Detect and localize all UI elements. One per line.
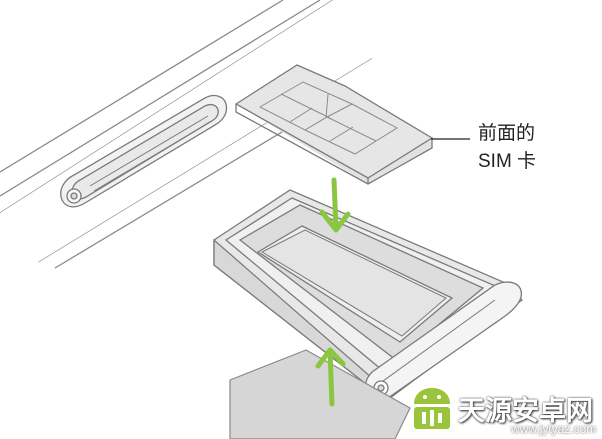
- sim-tray: [213, 189, 523, 402]
- front-sim-card: [234, 64, 434, 185]
- callout-line1: 前面的: [478, 123, 536, 144]
- watermark-title: 天源安卓网: [458, 396, 593, 427]
- watermark: 天源安卓网 www.jytyaz.com: [408, 384, 602, 439]
- insert-arrow-down: [319, 177, 351, 233]
- callout-label: 前面的 SIM 卡: [478, 120, 536, 176]
- watermark-url: www.jytyaz.com: [511, 422, 597, 436]
- android-logo-icon: [414, 388, 450, 429]
- insert-arrow-up: [315, 347, 346, 407]
- back-sim-card: [229, 349, 411, 439]
- phone-sim-slot: [60, 94, 228, 208]
- callout-line2: SIM 卡: [478, 151, 537, 172]
